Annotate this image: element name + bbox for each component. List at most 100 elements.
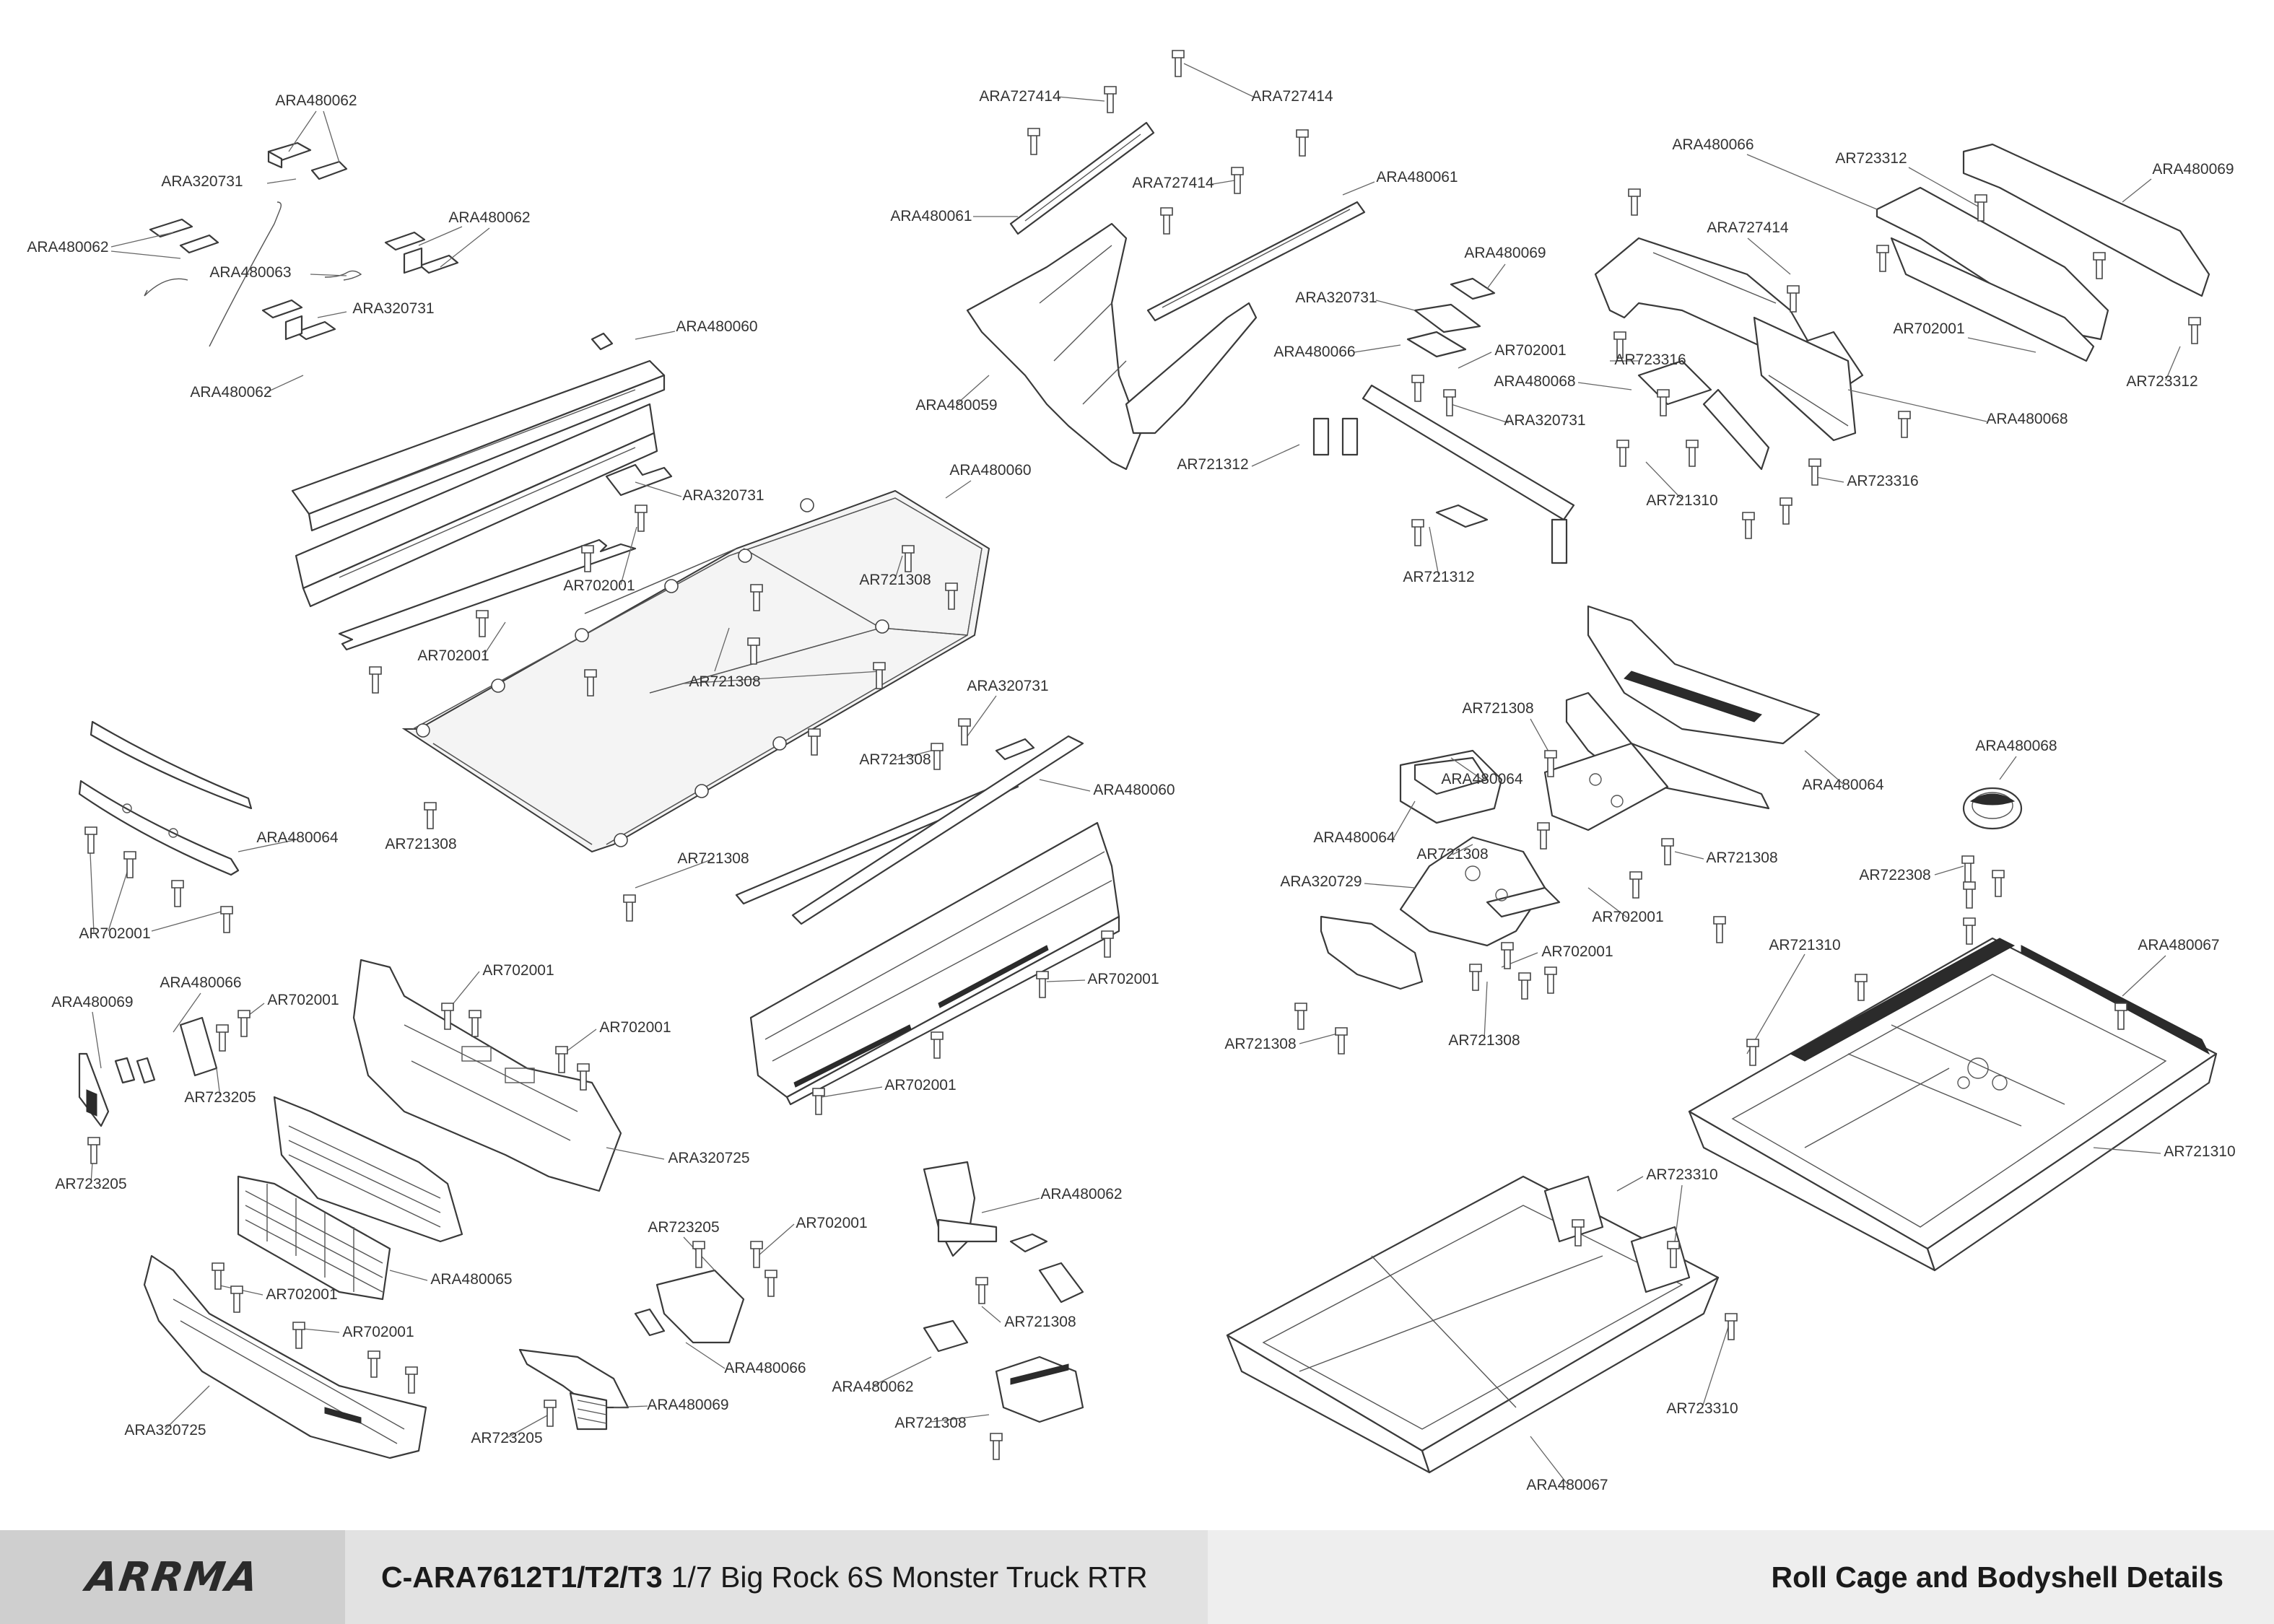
title-cell: Roll Cage and Bodyshell Details <box>1208 1530 2274 1624</box>
side-rail-right <box>749 735 1120 1106</box>
part-label: AR723205 <box>648 1219 719 1236</box>
part-label: ARA480068 <box>1975 738 2057 754</box>
model-cell: C-ARA7612T1/T2/T3 1/7 Big Rock 6S Monste… <box>345 1530 1208 1624</box>
part-label: ARA727414 <box>1707 219 1789 236</box>
part-label: ARA480059 <box>915 397 997 414</box>
part-label: AR723316 <box>1614 352 1686 368</box>
part-label: AR702001 <box>1494 342 1566 359</box>
part-label: AR721308 <box>677 850 749 867</box>
light-bucket-mount <box>1320 749 1561 990</box>
clip-part <box>261 299 336 341</box>
part-label: AR702001 <box>884 1077 956 1093</box>
part-label: ARA480067 <box>2138 937 2219 953</box>
part-label: AR723205 <box>471 1430 542 1446</box>
part-label: ARA727414 <box>1132 175 1214 191</box>
part-label: ARA480065 <box>430 1271 512 1288</box>
clip-part <box>267 141 348 180</box>
part-label: ARA480061 <box>1376 169 1458 185</box>
part-label: ARA480063 <box>209 264 291 281</box>
bed-tray-upper <box>1688 937 2218 1272</box>
part-label: AR702001 <box>267 992 339 1008</box>
exploded-parts-diagram: ARA480062ARA320731ARA480062ARA480063ARA4… <box>27 50 2236 1493</box>
part-label: ARA480062 <box>832 1379 913 1395</box>
part-label: ARA727414 <box>979 88 1061 105</box>
part-label: ARA480068 <box>1986 411 2068 427</box>
coil-part <box>1962 787 2023 830</box>
grille-insert <box>273 1096 463 1243</box>
part-label: AR721308 <box>1462 700 1533 717</box>
part-label: AR723205 <box>55 1176 126 1192</box>
part-label: AR721308 <box>385 836 456 852</box>
part-label: ARA480062 <box>1040 1186 1122 1202</box>
front-bumper-right <box>1543 605 1821 831</box>
part-label: ARA320731 <box>682 487 764 504</box>
part-label: ARA480069 <box>2152 161 2234 178</box>
part-label: AR721308 <box>1224 1036 1296 1052</box>
brand-logo-cell: ARRMA <box>0 1530 345 1624</box>
clip-cluster-top-left <box>144 141 459 347</box>
light-bracket-set <box>923 1161 1084 1423</box>
screws <box>84 50 2201 1460</box>
part-label: ARA480062 <box>448 209 530 226</box>
part-label: ARA320731 <box>1504 412 1585 429</box>
part-label: ARA480068 <box>1494 373 1575 390</box>
bed-tray-lower <box>1226 1175 1720 1474</box>
part-label: AR721312 <box>1403 569 1474 585</box>
part-label: ARA480064 <box>1802 777 1884 793</box>
grille-plate <box>352 959 622 1192</box>
part-label: AR723205 <box>184 1089 256 1106</box>
part-label: ARA320725 <box>668 1150 749 1166</box>
part-label: AR722308 <box>1859 867 1930 883</box>
part-label: ARA480060 <box>1093 782 1175 798</box>
part-label: ARA480069 <box>1464 245 1546 261</box>
clip-part <box>149 218 219 254</box>
wire-clip-part <box>144 201 362 347</box>
roll-cage-frame <box>401 489 990 853</box>
part-label: ARA480066 <box>1273 344 1355 360</box>
rear-side-bars <box>1876 143 2210 362</box>
middle-brackets <box>1312 277 1575 564</box>
part-label: AR702001 <box>79 925 150 942</box>
thin-rail-strip-lower <box>735 738 1035 905</box>
part-label: AR702001 <box>563 577 635 594</box>
part-label: ARA320731 <box>967 678 1048 694</box>
part-label: ARA480069 <box>647 1397 728 1413</box>
leader-lines <box>89 63 2181 1485</box>
page-title: Roll Cage and Bodyshell Details <box>1771 1560 2223 1594</box>
part-label: AR702001 <box>599 1019 671 1036</box>
fender-bracket-mid <box>634 1269 745 1344</box>
footer-bar: ARRMA C-ARA7612T1/T2/T3 1/7 Big Rock 6S … <box>0 1530 2274 1624</box>
part-label: AR721310 <box>1769 937 1840 953</box>
part-label: ARA480064 <box>1441 771 1523 787</box>
part-label: ARA480069 <box>51 994 133 1010</box>
part-label: AR702001 <box>1893 320 1964 337</box>
part-label: AR721310 <box>1646 492 1717 509</box>
part-label: AR702001 <box>1541 943 1613 960</box>
part-label: ARA480062 <box>27 239 108 256</box>
model-name: 1/7 Big Rock 6S Monster Truck RTR <box>671 1560 1148 1594</box>
part-label: ARA480061 <box>890 208 972 224</box>
part-label: AR721308 <box>1004 1314 1076 1330</box>
part-label: ARA320729 <box>1280 873 1362 890</box>
part-label: AR723316 <box>1847 473 1918 489</box>
part-label: ARA480064 <box>1313 829 1395 846</box>
front-cage-brace <box>966 121 1366 471</box>
part-label: ARA480064 <box>256 829 339 846</box>
part-label: AR702001 <box>266 1286 337 1303</box>
part-label: AR721308 <box>689 673 760 690</box>
part-label: AR723310 <box>1646 1166 1717 1183</box>
part-label: AR702001 <box>417 647 489 664</box>
part-label: ARA480066 <box>724 1360 806 1376</box>
part-label: ARA480066 <box>160 974 241 991</box>
part-label: ARA480060 <box>949 462 1031 479</box>
part-label: ARA480062 <box>190 384 271 401</box>
part-label: AR702001 <box>796 1215 867 1231</box>
part-label: AR721308 <box>1448 1032 1520 1049</box>
part-label: ARA320731 <box>352 300 434 317</box>
part-number-labels: ARA480062ARA320731ARA480062ARA480063ARA4… <box>27 88 2235 1493</box>
part-label: AR721310 <box>2164 1143 2235 1160</box>
part-label: ARA480062 <box>275 92 357 109</box>
fender-light-left <box>518 1348 630 1431</box>
part-label: AR721308 <box>1706 850 1777 866</box>
part-label: AR721308 <box>894 1415 966 1431</box>
